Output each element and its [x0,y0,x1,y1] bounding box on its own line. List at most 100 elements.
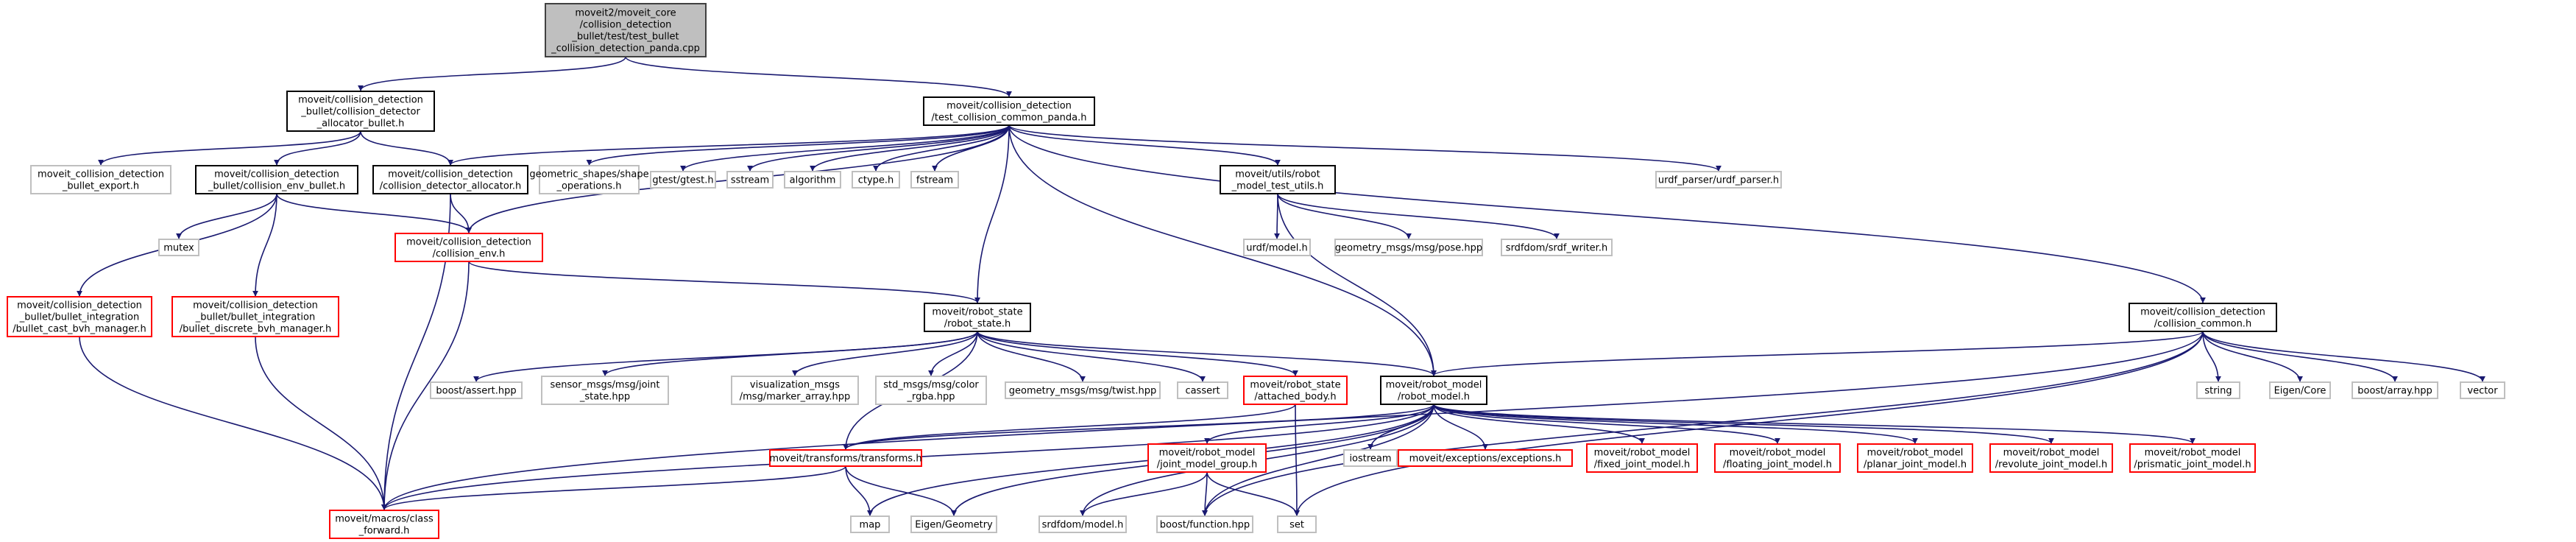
node-box [541,376,669,405]
node-boost-array[interactable]: boost/array.hpp [2352,381,2438,399]
node-box [1005,381,1161,399]
node-label: moveit/robot_model [1730,448,1826,459]
node-robot-model[interactable]: moveit/robot_model/robot_model.h [1380,376,1487,405]
node-algorithm[interactable]: algorithm [784,171,841,189]
edge-test-utils-to-pose [1277,193,1412,239]
node-boost-function[interactable]: boost/function.hpp [1156,515,1253,533]
node-det-alloc[interactable]: moveit/collision_detection/collision_det… [372,165,528,194]
node-joint-state[interactable]: sensor_msgs/msg/joint_state.hpp [541,376,669,405]
node-env-bullet[interactable]: moveit/collision_detection_bullet/collis… [195,165,358,194]
edge-common-panda-to-coll-common [1008,124,2206,303]
edge-common-panda-to-det-alloc [447,124,1010,166]
node-coll-common[interactable]: moveit/collision_detection/collision_com… [2129,303,2277,332]
node-exceptions[interactable]: moveit/exceptions/exceptions.h [1398,449,1573,467]
node-box [1398,449,1573,467]
edge-attached-body-to-set [1293,404,1300,516]
node-test-utils[interactable]: moveit/utils/robot_model_test_utils.h [1220,165,1336,194]
node-label: /planar_joint_model.h [1864,460,1967,471]
node-box [852,171,900,189]
edge-det-alloc-to-coll-env [450,193,472,233]
node-mutex[interactable]: mutex [158,239,199,256]
node-eigen-core[interactable]: Eigen/Core [2269,381,2331,399]
node-fixed-joint[interactable]: moveit/robot_model/fixed_joint_model.h [1586,443,1698,473]
node-sstream[interactable]: sstream [726,171,774,189]
node-label: moveit/robot_model [1867,448,1964,459]
node-label: moveit/robot_model [1386,380,1482,391]
node-revolute-joint[interactable]: moveit/robot_model/revolute_joint_model.… [1989,443,2113,473]
node-attached-body[interactable]: moveit/robot_state/attached_body.h [1243,376,1348,405]
node-box [171,296,339,337]
node-boost-assert[interactable]: boost/assert.hpp [430,381,523,399]
node-color-rgba[interactable]: std_msgs/msg/color_rgba.hpp [875,376,987,405]
node-box [731,376,859,405]
node-label: _collision_detection_panda.cpp [551,43,700,54]
node-marker-array[interactable]: visualization_msgs/msg/marker_array.hpp [731,376,859,405]
node-string[interactable]: string [2196,381,2240,399]
edge-test-utils-to-robot-model [1277,193,1437,376]
node-pose[interactable]: geometry_msgs/msg/pose.hpp [1334,239,1483,256]
node-label: geometry_msgs/msg/pose.hpp [1335,243,1482,254]
node-planar-joint[interactable]: moveit/robot_model/planar_joint_model.h [1857,443,1973,473]
node-srdf-model[interactable]: srdfdom/model.h [1038,515,1127,533]
node-label: moveit/collision_detection [388,169,513,180]
node-prismatic-joint[interactable]: moveit/robot_model/prismatic_joint_model… [2129,443,2256,473]
node-urdf-parser[interactable]: urdf_parser/urdf_parser.h [1655,171,1782,189]
node-alloc-bullet[interactable]: moveit/collision_detection_bullet/collis… [286,91,435,132]
node-box [1156,515,1253,533]
node-srdf-writer[interactable]: srdfdom/srdf_writer.h [1501,239,1613,256]
node-transforms[interactable]: moveit/transforms/transforms.h [769,449,922,467]
node-box [650,171,716,189]
node-cassert[interactable]: cassert [1177,381,1228,399]
node-set[interactable]: set [1277,515,1317,533]
node-label: moveit/robot_model [2145,448,2241,459]
node-class-forward[interactable]: moveit/macros/class_forward.h [329,510,439,539]
node-robot-state[interactable]: moveit/robot_state/robot_state.h [924,303,1031,332]
node-label: moveit/transforms/transforms.h [769,454,921,465]
node-joint-group[interactable]: moveit/robot_model/joint_model_group.h [1147,443,1267,473]
node-box [2269,381,2331,399]
node-label: moveit/collision_detection [193,300,318,312]
node-map[interactable]: map [850,515,890,533]
node-twist[interactable]: geometry_msgs/msg/twist.hpp [1005,381,1161,399]
edge-robot-model-to-boost-function [1202,404,1434,516]
node-label: visualization_msgs [750,380,840,391]
node-geom-shapes[interactable]: geometric_shapes/shape_operations.h [529,165,649,194]
node-box [1343,449,1398,467]
include-edges [77,56,2485,516]
edge-robot-state-to-joint-state [602,331,978,376]
node-floating-joint[interactable]: moveit/robot_model/floating_joint_model.… [1714,443,1841,473]
node-label: mutex [163,243,194,254]
node-eigen-geometry[interactable]: Eigen/Geometry [910,515,997,533]
node-box [1243,239,1311,256]
edge-common-panda-to-robot-state [974,124,1010,303]
edge-robot-model-to-exceptions [1433,404,1488,450]
node-label: _bullet/bullet_integration [19,312,139,323]
node-cast-bvh[interactable]: moveit/collision_detection_bullet/bullet… [7,296,152,337]
node-label: gtest/gtest.h [652,175,713,186]
node-label: _forward.h [358,526,410,537]
edge-robot-model-to-revolute-joint [1433,404,2054,444]
node-label: moveit_collision_detection [38,169,164,180]
node-ctype[interactable]: ctype.h [852,171,900,189]
edge-env-bullet-to-coll-env [276,193,472,233]
edge-robot-model-to-planar-joint [1433,404,1918,444]
node-common-panda[interactable]: moveit/collision_detection/test_collisio… [923,96,1095,126]
node-box [769,449,922,467]
node-label: map [860,520,881,531]
node-vector[interactable]: vector [2460,381,2505,399]
node-box [394,233,543,262]
node-root[interactable]: moveit2/moveit_core/collision_detection_… [545,3,707,57]
node-iostream[interactable]: iostream [1343,449,1398,467]
node-label: _bullet/test/test_bullet [571,32,679,43]
edge-coll-common-to-boost-function [1202,331,2204,516]
node-coll-env[interactable]: moveit/collision_detection/collision_env… [394,233,543,262]
node-label: _bullet/collision_env_bullet.h [208,181,345,192]
node-label: moveit/utils/robot [1235,169,1320,180]
node-box [1655,171,1782,189]
node-bullet-export[interactable]: moveit_collision_detection_bullet_export… [30,165,171,194]
node-fstream[interactable]: fstream [910,171,959,189]
edge-robot-model-to-floating-joint [1433,404,1780,444]
node-urdf-model[interactable]: urdf/model.h [1243,239,1311,256]
node-gtest[interactable]: gtest/gtest.h [650,171,716,189]
node-discrete-bvh[interactable]: moveit/collision_detection_bullet/bullet… [171,296,339,337]
